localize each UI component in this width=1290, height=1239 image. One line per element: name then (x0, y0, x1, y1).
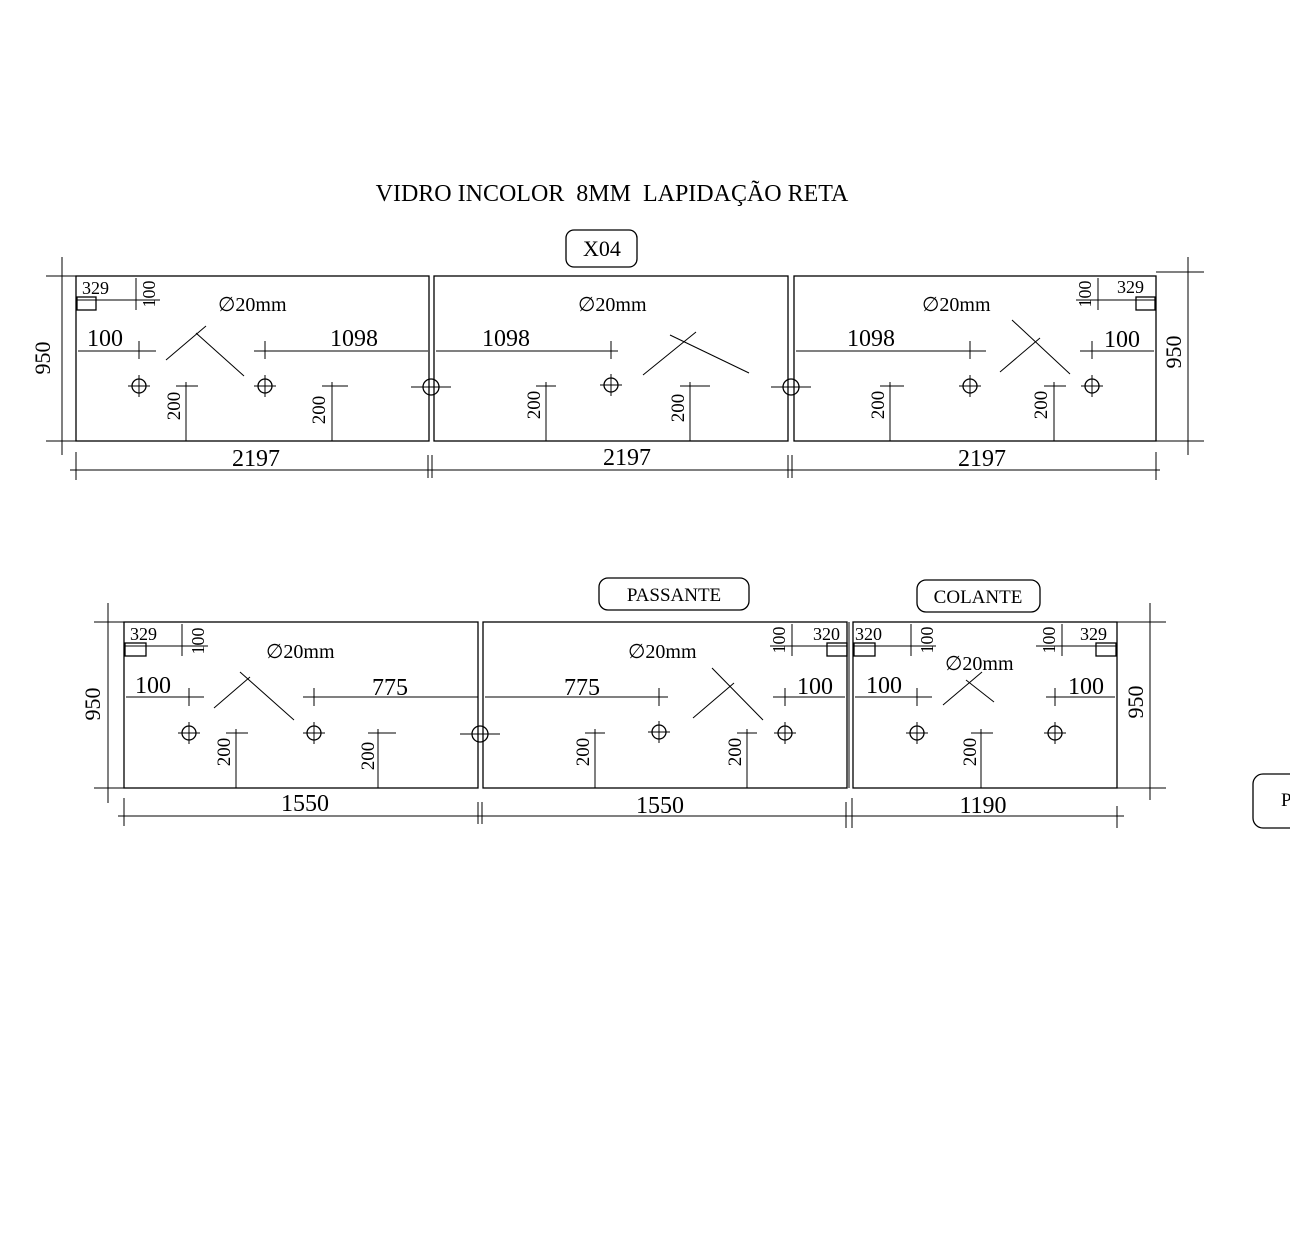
top-panel-1-width: 2197 (232, 446, 280, 472)
top-panel-2 (433, 275, 789, 442)
bottom-panel-3-notch-width-right: 329 (1080, 624, 1107, 644)
bottom-panel-3-notch-right (1036, 624, 1117, 657)
bottom-panel-2-hole-offset-b: 200 (725, 738, 746, 767)
passante-tag-label: PASSANTE (627, 585, 721, 606)
top-panel-2-width: 2197 (603, 445, 651, 471)
bottom-panel-3-notch-height-right: 100 (1039, 627, 1059, 654)
top-panel-1-hole-offset-b: 200 (309, 396, 330, 425)
colante-tag-label: COLANTE (934, 587, 1023, 608)
bottom-height-right-label: 950 (1123, 686, 1148, 719)
top-panel-2-span: 1098 (482, 326, 530, 352)
bottom-panel-2-span: 775 (564, 675, 600, 701)
bottom-panel-3-notch-width-left: 320 (855, 624, 882, 644)
top-panel-3-edge: 100 (1104, 327, 1140, 353)
top-panel-3-notch (1076, 278, 1156, 311)
top-height-dimension-right: 950 (1156, 257, 1204, 455)
top-panel-1-edge: 100 (87, 326, 123, 352)
top-width-dimension (70, 452, 1160, 480)
bottom-panel-2-hole-offset-a: 200 (573, 738, 594, 767)
bottom-panel-1-hole-2 (303, 722, 325, 744)
quantity-tag: X04 (565, 229, 638, 268)
bottom-joint-clip-1 (460, 725, 500, 743)
bottom-panel-3 (852, 621, 1118, 789)
bottom-panel-1-hole-offset-a: 200 (214, 738, 235, 767)
bottom-panel-1-width: 1550 (281, 791, 329, 817)
bottom-panel-1-hole-spec: ∅20mm (266, 641, 335, 663)
bottom-panel-3-notch-left (853, 624, 936, 657)
top-panel-3-hole-1 (959, 375, 981, 397)
bottom-panel-3-notch-height-left: 100 (917, 627, 937, 654)
bottom-panel-2-hole-spec: ∅20mm (628, 641, 697, 663)
bottom-panel-1-edge: 100 (135, 673, 171, 699)
bottom-panel-3-hole-spec: ∅20mm (945, 653, 1014, 675)
bottom-panel-1 (123, 621, 479, 789)
bottom-panel-1-notch (124, 624, 208, 657)
bottom-panel-3-edge-right: 100 (1068, 674, 1104, 700)
bottom-panel-3-hole-1 (906, 722, 928, 744)
top-panel-1-notch-height: 100 (139, 281, 159, 308)
bottom-panel-1-hole-1 (178, 722, 200, 744)
bottom-panel-2-hole-1 (648, 721, 670, 743)
top-panel-1 (75, 275, 430, 442)
colante-tag: COLANTE (916, 579, 1041, 613)
cut-off-tag: P (1252, 773, 1290, 829)
quantity-tag-label: X04 (583, 236, 621, 261)
bottom-panel-3-edge-left: 100 (866, 673, 902, 699)
top-panel-3-hole-2 (1081, 375, 1103, 397)
bottom-panel-1-span: 775 (372, 675, 408, 701)
top-panel-2-hole-offset-a: 200 (524, 391, 545, 420)
bottom-height-left-label: 950 (80, 688, 105, 721)
bottom-height-dimension-left: 950 (80, 603, 124, 803)
top-panel-3-hole-offset-a: 200 (868, 391, 889, 420)
bottom-panel-3-hole-2 (1044, 722, 1066, 744)
top-panel-3-span: 1098 (847, 326, 895, 352)
top-joint-clip-1 (411, 378, 451, 396)
top-panel-3-width: 2197 (958, 446, 1006, 472)
top-panel-1-hole-2 (254, 375, 276, 397)
top-panel-1-hole-1 (128, 375, 150, 397)
drawing-title: VIDRO INCOLOR 8MM LAPIDAÇÃO RETA (376, 181, 849, 207)
top-panel-3-notch-width: 329 (1117, 277, 1144, 297)
top-panel-1-span: 1098 (330, 326, 378, 352)
bottom-panel-3-width: 1190 (959, 793, 1006, 819)
top-joint-clip-2 (771, 378, 811, 396)
top-panel-1-notch-width: 329 (82, 278, 109, 298)
top-height-dimension-left: 950 (30, 257, 76, 455)
bottom-panel-2-notch-height: 100 (769, 627, 789, 654)
bottom-panel-2-edge: 100 (797, 674, 833, 700)
top-panel-1-hole-spec: ∅20mm (218, 294, 287, 316)
top-panel-3-hole-offset-b: 200 (1031, 391, 1052, 420)
top-panel-3-notch-height: 100 (1075, 281, 1095, 308)
bottom-panel-3-hole-offset: 200 (960, 738, 981, 767)
top-panel-3 (793, 275, 1157, 442)
bottom-panel-2-width: 1550 (636, 793, 684, 819)
passante-tag: PASSANTE (598, 577, 750, 611)
top-height-left-label: 950 (30, 342, 55, 375)
bottom-width-dimension (118, 798, 1124, 828)
bottom-panel-2 (482, 621, 848, 789)
top-panel-2-hole-spec: ∅20mm (578, 294, 647, 316)
top-panel-2-hole-1 (600, 374, 622, 396)
bottom-panel-1-notch-width: 329 (130, 624, 157, 644)
top-panel-3-hole-spec: ∅20mm (922, 294, 991, 316)
top-panel-1-notch (76, 278, 160, 311)
bottom-height-dimension-right: 950 (1117, 603, 1166, 800)
cut-off-tag-label: P (1281, 790, 1290, 811)
bottom-panel-2-hole-2 (774, 722, 796, 744)
bottom-panel-2-notch-width: 320 (813, 624, 840, 644)
top-panel-2-hole-offset-b: 200 (668, 394, 689, 423)
top-height-right-label: 950 (1161, 336, 1186, 369)
bottom-panel-1-hole-offset-b: 200 (358, 742, 379, 771)
bottom-panel-1-notch-height: 100 (188, 628, 208, 655)
bottom-panel-2-notch (770, 624, 848, 657)
top-panel-1-hole-offset-a: 200 (164, 392, 185, 421)
